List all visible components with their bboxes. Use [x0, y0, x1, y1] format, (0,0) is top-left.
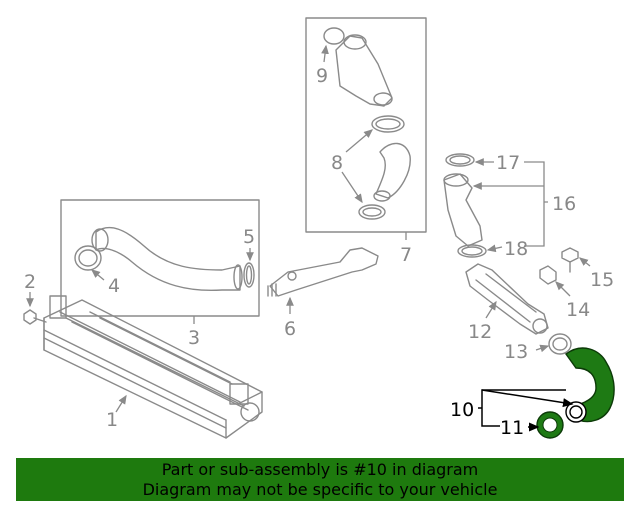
duct-lower-part: [373, 142, 411, 202]
leader-10-arrow: [481, 389, 574, 408]
leader-8b: [341, 171, 363, 204]
duct-upper-part: [335, 34, 393, 107]
leader-4: [91, 269, 105, 281]
banner-line-2: Diagram may not be specific to your vehi…: [142, 480, 498, 499]
callout-6: 6: [284, 318, 296, 340]
callout-10[interactable]: 10: [450, 399, 474, 421]
intercooler-hose-10[interactable]: [565, 347, 615, 423]
callout-2: 2: [24, 271, 36, 293]
callout-3: 3: [188, 327, 200, 349]
charge-pipe-part: [91, 227, 243, 292]
leader-13: [535, 344, 550, 353]
leader-12: [485, 300, 497, 319]
leader-14: [555, 281, 571, 297]
bolt-15: [561, 247, 579, 273]
leader-16: [524, 161, 548, 247]
callout-5: 5: [243, 226, 255, 248]
callout-9: 9: [316, 65, 328, 87]
pipe-assembly-12: [465, 263, 549, 335]
callout-18: 18: [504, 238, 528, 260]
clamp-5: [243, 262, 255, 288]
intake-hose-16: [443, 173, 483, 247]
leader-15: [578, 257, 591, 267]
seal-11[interactable]: [536, 411, 564, 439]
seal-9: [323, 27, 345, 45]
group-box-7: [305, 17, 427, 233]
clamp-8-upper: [371, 115, 405, 133]
leader-8a: [345, 129, 373, 153]
callout-4: 4: [108, 275, 120, 297]
callout-15: 15: [590, 269, 614, 291]
callout-16: 16: [552, 193, 576, 215]
bolt-part: [23, 309, 47, 325]
leader-9: [321, 44, 329, 63]
leader-10: [478, 389, 566, 427]
bracket-pipe-part: [267, 247, 379, 297]
callout-11[interactable]: 11: [500, 417, 524, 439]
callout-17: 17: [496, 152, 520, 174]
sensor-14: [539, 265, 557, 285]
seal-13: [548, 333, 572, 355]
callout-1: 1: [106, 409, 118, 431]
leader-18: [486, 244, 503, 253]
group-box-3: [60, 199, 260, 317]
callout-8: 8: [331, 152, 343, 174]
seal-18: [457, 244, 487, 258]
callout-12: 12: [468, 321, 492, 343]
leader-1: [115, 394, 127, 413]
clamp-8-lower: [358, 204, 386, 220]
callout-7: 7: [400, 244, 412, 266]
seal-ring-4: [74, 245, 102, 271]
callout-13: 13: [504, 341, 528, 363]
intercooler-part: [43, 295, 263, 439]
banner-line-1: Part or sub-assembly is #10 in diagram: [161, 460, 479, 479]
info-banner: Part or sub-assembly is #10 in diagram D…: [16, 458, 624, 501]
gasket-17: [445, 153, 475, 167]
callout-14: 14: [566, 299, 590, 321]
